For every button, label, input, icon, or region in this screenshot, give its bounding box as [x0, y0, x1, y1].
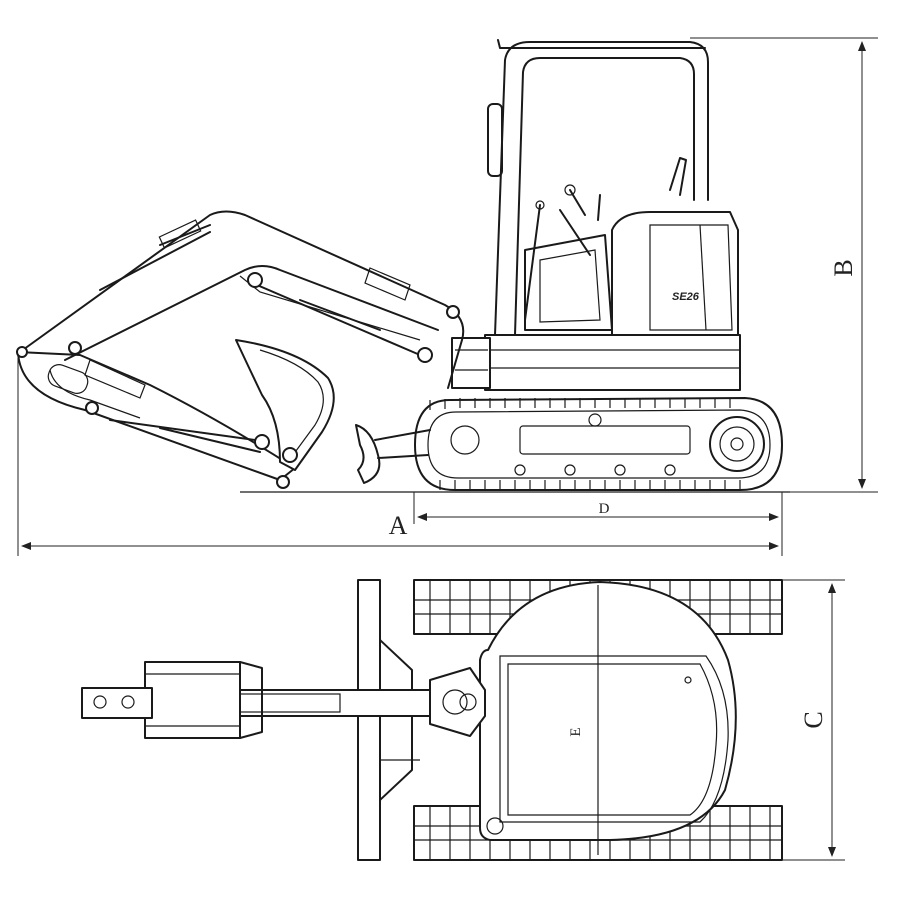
cab-badge: SE26 [672, 291, 700, 303]
top-upper-structure: E [479, 581, 737, 855]
dimension-d: D [413, 492, 779, 524]
side-track [414, 397, 783, 491]
grab-handle [487, 103, 503, 177]
dozer-blade [355, 424, 431, 484]
front-idler [450, 425, 480, 455]
operator-seat [524, 234, 613, 331]
arm-cylinder [99, 224, 211, 291]
boom [19, 210, 465, 389]
top-bucket [81, 661, 263, 739]
label-c: C [799, 711, 828, 728]
dimension-c: C [782, 579, 845, 861]
top-dozer-blade [357, 579, 381, 861]
label-d: D [599, 501, 610, 517]
track-links [429, 398, 741, 490]
engine-hood [611, 211, 739, 336]
side-view: SE26 [16, 37, 878, 556]
drive-sprocket [709, 416, 765, 472]
upper-structure: SE26 [484, 157, 741, 391]
dimension-a: A [17, 358, 783, 556]
top-view: E C [81, 579, 845, 861]
blade-arms [379, 639, 413, 801]
swing-bracket [451, 337, 491, 389]
dimension-b: B [690, 37, 878, 493]
label-b: B [829, 259, 858, 276]
bucket [235, 339, 335, 489]
label-a: A [389, 511, 408, 540]
swing-bracket-top [429, 667, 486, 737]
label-e: E [568, 727, 584, 736]
boom-cylinder [249, 281, 421, 356]
cab-canopy [487, 39, 709, 336]
